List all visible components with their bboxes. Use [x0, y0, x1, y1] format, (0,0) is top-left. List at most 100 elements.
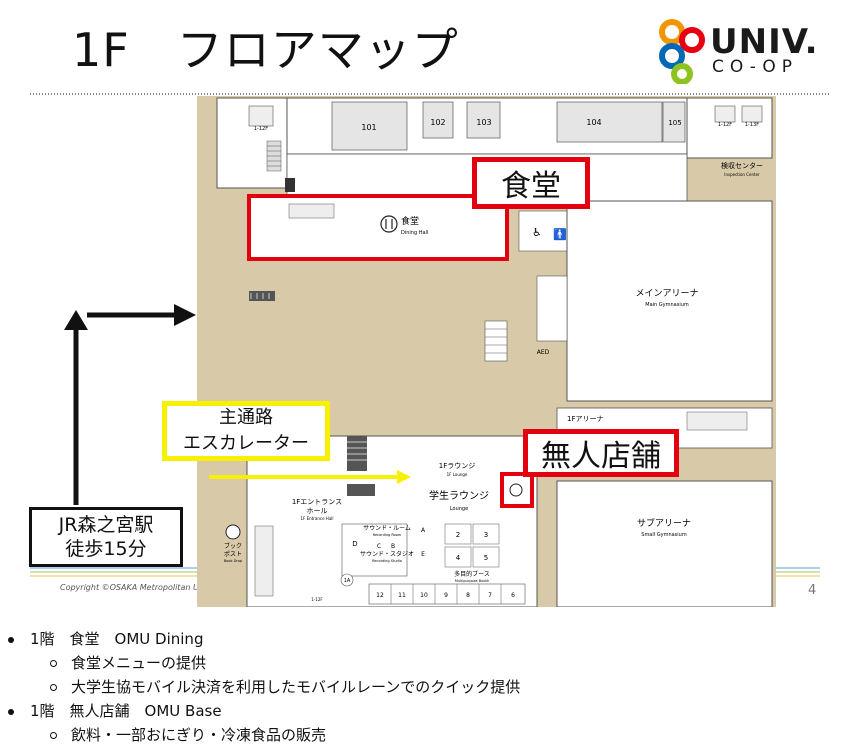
- room-1a-label: 1A: [344, 578, 351, 584]
- book-post-icon: [225, 524, 241, 540]
- logo-mark-icon: [659, 19, 705, 85]
- student-lounge-en: Lounge: [450, 506, 468, 512]
- elevator-2: [714, 105, 736, 123]
- room-b-label: B: [391, 543, 395, 550]
- elevator-1: [248, 105, 274, 127]
- booth-4: [444, 546, 472, 568]
- bullet-text: 1階 食堂 OMU Dining: [30, 630, 204, 648]
- bullet-dot: [8, 636, 14, 643]
- bullet-text: 1階 無人店舗 OMU Base: [30, 702, 222, 720]
- elevator-bank-lower: [254, 525, 274, 597]
- lounge-1f-en: 1F Lounge: [447, 472, 468, 477]
- book-post-jp1: ブック: [224, 542, 242, 550]
- multi-booth-jp: 多目的ブース: [454, 570, 490, 578]
- bullet-ring: [50, 684, 57, 691]
- escalator-2: [347, 436, 367, 471]
- aed-label: AED: [537, 349, 550, 356]
- dining-hall-jp: 食堂: [401, 215, 419, 227]
- jr-route-arrow: [64, 304, 196, 505]
- booth-6-label: 6: [511, 592, 515, 599]
- arena-lounge-jp: 1Fアリーナ: [567, 415, 603, 423]
- dining-callout-text: 食堂: [501, 169, 561, 204]
- booth-3-label: 3: [484, 531, 488, 539]
- bullet-text: 飲料・一部おにぎり・冷凍食品の販売: [71, 726, 327, 744]
- booth-2: [444, 523, 472, 545]
- sound-room-en: Recording Room: [373, 533, 402, 537]
- escalator-marker: [285, 178, 295, 192]
- arena-restroom: [686, 411, 748, 431]
- booth-2-label: 2: [456, 531, 460, 539]
- student-lounge-jp: 学生ラウンジ: [429, 489, 489, 502]
- dining-highlight: [247, 194, 509, 261]
- room-e-label: E: [421, 551, 425, 558]
- booth-11-label: 11: [398, 592, 406, 599]
- room-105: [662, 101, 686, 143]
- sound-studio-jp: サウンド・スタジオ: [360, 550, 414, 558]
- bullet-2: 1階 無人店舗 OMU Base: [8, 700, 222, 721]
- store-icon: [509, 483, 523, 497]
- booth-3: [472, 523, 500, 545]
- room-101-label: 101: [361, 123, 376, 132]
- room-d-label: D: [352, 540, 357, 548]
- room-104-label: 104: [586, 118, 601, 127]
- booth-5: [472, 546, 500, 568]
- main-path-line2: エスカレーター: [183, 433, 309, 454]
- booth-12-label: 12: [376, 592, 384, 599]
- booth-4-label: 4: [456, 554, 461, 562]
- page-title: 1F フロアマップ: [72, 23, 459, 77]
- bullet-ring: [50, 732, 57, 739]
- floor-map: 101 102 103 104 105 1-12F 1-12F 1-13F 検収…: [197, 96, 776, 607]
- room-105-label: 105: [668, 119, 681, 127]
- booth-8-label: 8: [466, 592, 470, 599]
- room-c-label: C: [377, 543, 381, 550]
- bullet-1-1: 食堂メニューの提供: [50, 652, 206, 673]
- room-a-label: A: [421, 527, 426, 534]
- booth-5-label: 5: [484, 554, 488, 562]
- room-103-label: 103: [476, 118, 491, 127]
- sub-gym-jp: サブアリーナ: [637, 517, 691, 529]
- lounge-1f-jp: 1Fラウンジ: [439, 462, 475, 470]
- univ-coop-logo: [654, 12, 824, 85]
- bullet-ring: [50, 660, 57, 667]
- room-104: [556, 101, 663, 143]
- floors-label-4: 1-12F: [311, 597, 323, 602]
- main-gymnasium: [566, 200, 773, 402]
- sub-gymnasium: [556, 480, 773, 607]
- main-path-callout: 主通路 エスカレーター: [162, 401, 330, 461]
- sound-room-block: [341, 523, 408, 577]
- room-101: [331, 101, 408, 151]
- main-gym-jp: メインアリーナ: [635, 288, 698, 299]
- dining-counter: [288, 203, 335, 219]
- room-1a: [340, 573, 354, 587]
- inspection-center-en: Inspection Center: [724, 172, 760, 177]
- booth-9-label: 9: [444, 592, 448, 599]
- dining-hall-en: Dining Hall: [401, 230, 428, 236]
- store-highlight: [500, 472, 534, 508]
- bullet-2-1: 飲料・一部おにぎり・冷凍食品の販売: [50, 724, 326, 745]
- dining-icon: [380, 215, 398, 233]
- sub-gym-en: Small Gymnasium: [641, 532, 687, 538]
- store-callout: 無人店舗: [523, 429, 679, 477]
- side-hall: [536, 275, 568, 342]
- jr-station-callout: JR森之宮駅 徒歩15分: [29, 507, 183, 567]
- sound-room-jp: サウンド・ルーム: [363, 524, 411, 532]
- book-post-jp2: ポスト: [224, 550, 242, 558]
- logo-text-coop: CO-OP: [712, 57, 798, 77]
- multi-booth-en: Multipurpose Booth: [455, 579, 489, 583]
- floors-label-2: 1-12F: [718, 122, 732, 128]
- main-gym-en: Main Gymnasium: [645, 302, 689, 308]
- bullet-dot: [8, 708, 14, 715]
- bullet-text: 大学生協モバイル決済を利用したモバイルレーンでのクイック提供: [71, 678, 521, 696]
- lower-building: [246, 435, 538, 607]
- entrance-jp: 1Fエントランス: [292, 498, 342, 506]
- inspection-center-jp: 検収センター: [721, 161, 763, 170]
- restroom-icon: 🚹: [553, 228, 567, 241]
- dining-callout: 食堂: [472, 157, 590, 209]
- jr-line1: JR森之宮駅: [58, 514, 154, 536]
- room-103: [466, 101, 501, 139]
- store-callout-text: 無人店舗: [541, 439, 661, 474]
- escalator-1: [249, 291, 275, 301]
- copyright-text: Copyright ©OSAKA Metropolitan Ur: [60, 583, 203, 592]
- floors-label-3: 1-13F: [745, 122, 759, 128]
- elevator-3: [741, 105, 763, 123]
